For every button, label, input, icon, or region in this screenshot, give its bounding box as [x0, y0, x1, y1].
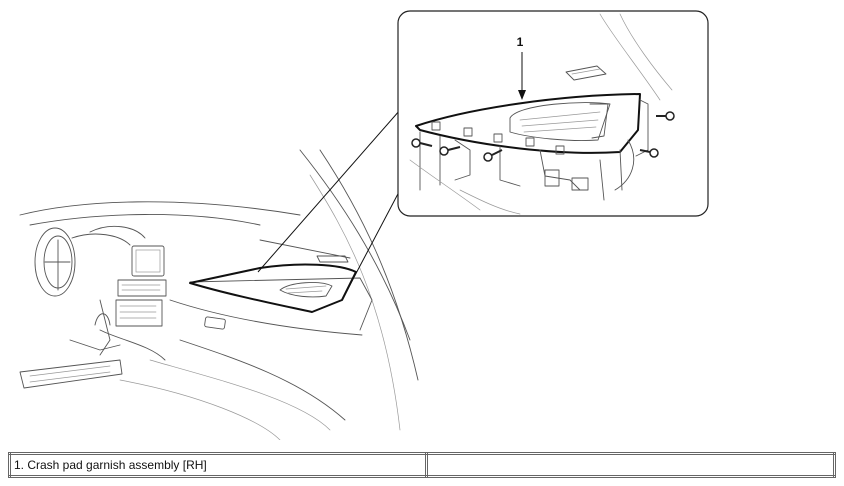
legend-item: 1. Crash pad garnish assembly [RH]: [8, 452, 428, 478]
legend-table: 1. Crash pad garnish assembly [RH]: [8, 452, 836, 478]
installation-diagram: 1: [19, 10, 709, 440]
screw-icon: [483, 149, 503, 162]
zoom-leader-lines: [257, 109, 401, 301]
dashboard-overview: [19, 149, 419, 440]
callout-number: 1: [517, 35, 524, 49]
table-row: 1. Crash pad garnish assembly [RH]: [8, 452, 836, 478]
legend-note: [425, 452, 836, 478]
detail-view: 1: [397, 10, 709, 217]
screw-icon: [656, 111, 675, 121]
screw-icon: [639, 148, 659, 158]
screw-icon: [411, 138, 433, 148]
screw-icon: [439, 146, 461, 156]
